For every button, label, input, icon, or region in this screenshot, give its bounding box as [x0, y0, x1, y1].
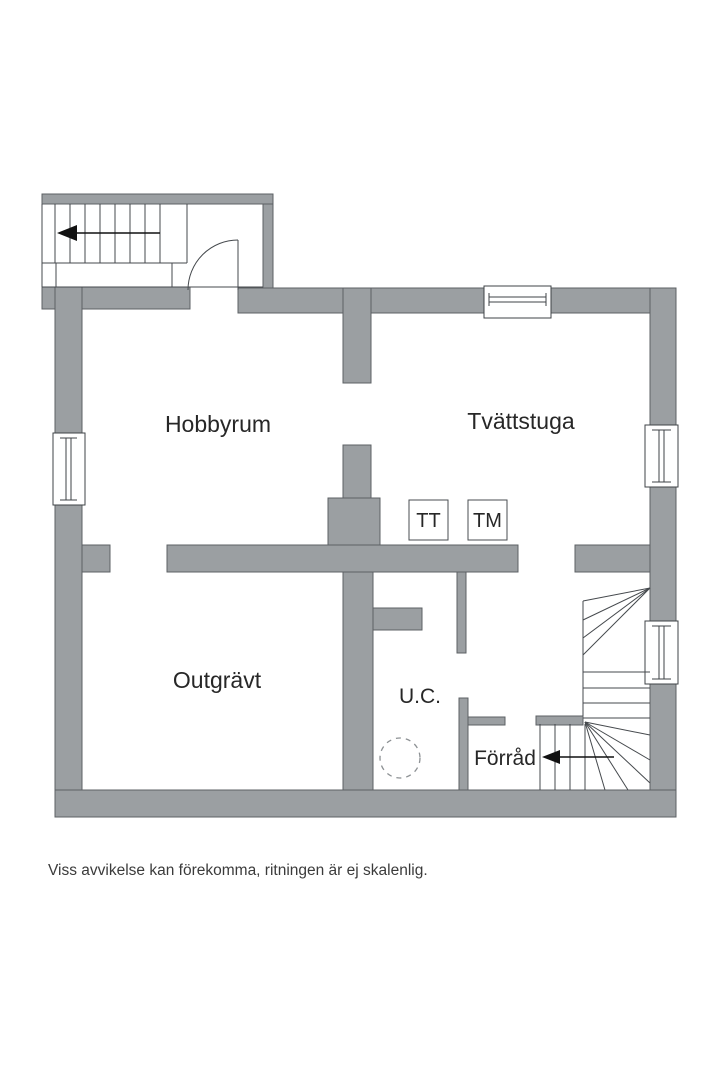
wall-segment — [54, 504, 83, 791]
room-label-hobbyrum: Hobbyrum — [165, 411, 271, 437]
window-right-lower-icon — [644, 620, 679, 685]
disclaimer-text: Viss avvikelse kan förekomma, ritningen … — [48, 862, 428, 879]
wall-segment — [262, 203, 274, 289]
stair-direction-arrow-upper-icon — [57, 225, 160, 241]
wall-segment — [41, 193, 274, 205]
room-label-outgravt: Outgrävt — [173, 667, 262, 693]
wall-segment — [166, 544, 519, 573]
wall-segment — [535, 715, 584, 726]
appliance-tt-label: TT — [416, 510, 440, 532]
floor-drain-dashed-circle-icon — [379, 737, 421, 779]
walls — [41, 193, 677, 818]
wall-segment — [649, 683, 677, 791]
appliance-tt: TT — [408, 499, 449, 541]
wall-segment — [81, 544, 111, 573]
wall-segment — [342, 287, 372, 384]
door-swing-arc-icon — [187, 239, 239, 291]
wall-segment — [342, 444, 372, 499]
wall-segment — [458, 697, 469, 791]
wall-segment — [54, 789, 677, 818]
wall-segment — [372, 607, 423, 631]
wall-segment — [574, 544, 651, 573]
room-label-tvattstuga: Tvättstuga — [467, 408, 575, 434]
upper-staircase — [41, 204, 263, 288]
room-label-uc: U.C. — [399, 685, 441, 708]
window-top-icon — [483, 285, 552, 319]
room-label-forrad: Förråd — [474, 747, 536, 770]
wall-segment — [342, 571, 374, 791]
stair-direction-arrow-lower-icon — [542, 750, 614, 764]
wall-segment — [467, 716, 506, 726]
window-left-icon — [52, 432, 86, 506]
appliance-tm-label: TM — [473, 510, 502, 532]
wall-segment — [649, 287, 677, 428]
wall-segment — [649, 484, 677, 622]
appliance-tm: TM — [467, 499, 508, 541]
window-right-upper-icon — [644, 424, 679, 488]
wall-segment — [327, 497, 381, 546]
wall-segment — [456, 571, 467, 654]
wall-segment — [54, 286, 83, 434]
